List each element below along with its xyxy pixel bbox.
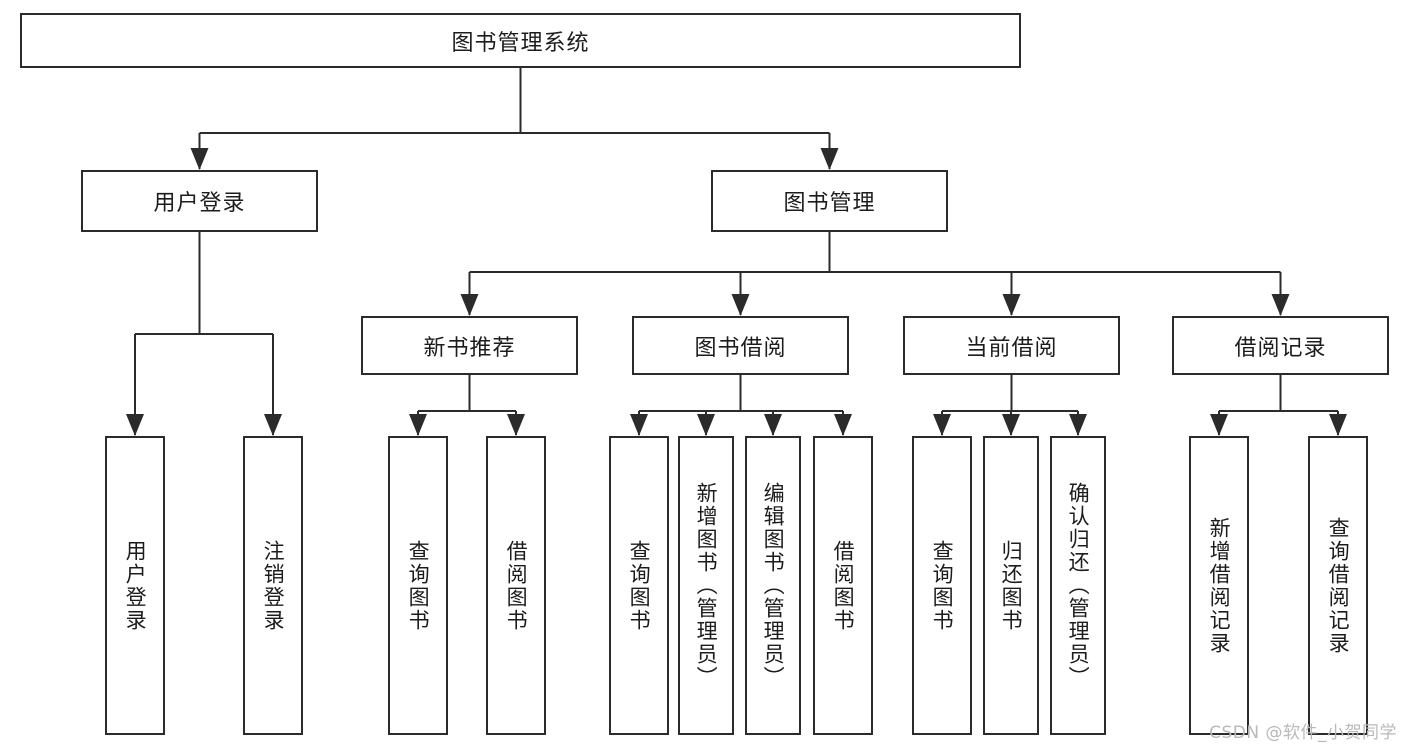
node-label: 借阅图书 xyxy=(831,539,856,632)
node-label: 图书管理 xyxy=(783,191,876,216)
node-label: 查询借阅记录 xyxy=(1326,516,1351,655)
node-book-borrow[interactable]: 图书借阅 xyxy=(632,316,849,375)
node-label: 图书管理系统 xyxy=(451,30,590,56)
node-label: 新增图书（管理员） xyxy=(694,482,719,689)
node-leaf-user-login[interactable]: 用户登录 xyxy=(105,436,165,735)
node-label: 新增借阅记录 xyxy=(1207,516,1232,655)
arrowhead-icon xyxy=(507,414,525,436)
node-label: 查询图书 xyxy=(627,539,652,632)
node-leaf-confirm-return[interactable]: 确认归还（管理员） xyxy=(1050,436,1106,735)
node-label: 用户登录 xyxy=(153,191,246,216)
node-label: 当前借阅 xyxy=(965,335,1058,361)
node-label: 借阅记录 xyxy=(1234,335,1327,361)
node-leaf-borrow-book-recommend[interactable]: 借阅图书 xyxy=(486,436,546,735)
node-leaf-return-book[interactable]: 归还图书 xyxy=(983,436,1039,735)
arrowhead-icon xyxy=(1329,414,1347,436)
node-leaf-query-book-current[interactable]: 查询图书 xyxy=(912,436,972,735)
arrowhead-icon xyxy=(1002,414,1020,436)
arrowhead-icon xyxy=(731,294,750,316)
node-label: 注销登录 xyxy=(261,539,286,632)
node-label: 归还图书 xyxy=(999,539,1024,632)
arrowhead-icon xyxy=(1069,414,1087,436)
node-leaf-query-borrow-record[interactable]: 查询借阅记录 xyxy=(1308,436,1368,735)
arrowhead-icon xyxy=(264,414,282,436)
arrowhead-icon xyxy=(820,148,839,170)
arrowhead-icon xyxy=(1002,294,1021,316)
node-current-borrow[interactable]: 当前借阅 xyxy=(903,316,1120,375)
arrowhead-icon xyxy=(1210,414,1228,436)
arrowhead-icon xyxy=(126,414,144,436)
node-root[interactable]: 图书管理系统 xyxy=(20,13,1021,68)
node-leaf-query-book-borrow[interactable]: 查询图书 xyxy=(609,436,669,735)
node-borrow-record[interactable]: 借阅记录 xyxy=(1172,316,1389,375)
arrowhead-icon xyxy=(409,414,427,436)
arrowhead-icon xyxy=(697,414,715,436)
arrowhead-icon xyxy=(834,414,852,436)
node-label: 确认归还（管理员） xyxy=(1066,482,1091,689)
node-label: 查询图书 xyxy=(930,539,955,632)
node-label: 查询图书 xyxy=(406,539,431,632)
node-leaf-query-book-recommend[interactable]: 查询图书 xyxy=(388,436,448,735)
node-leaf-add-book[interactable]: 新增图书（管理员） xyxy=(678,436,734,735)
node-label: 新书推荐 xyxy=(423,335,516,361)
arrowhead-icon xyxy=(933,414,951,436)
arrowhead-icon xyxy=(764,414,782,436)
node-label: 图书借阅 xyxy=(694,335,787,361)
node-leaf-add-borrow-record[interactable]: 新增借阅记录 xyxy=(1189,436,1249,735)
watermark-text: CSDN @软件_小贺同学 xyxy=(1209,723,1397,743)
arrowhead-icon xyxy=(1271,294,1290,316)
arrowhead-icon xyxy=(630,414,648,436)
node-label: 编辑图书（管理员） xyxy=(761,482,786,689)
node-leaf-borrow-book[interactable]: 借阅图书 xyxy=(813,436,873,735)
node-user-login[interactable]: 用户登录 xyxy=(81,170,318,232)
node-label: 借阅图书 xyxy=(504,539,529,632)
arrowhead-icon xyxy=(460,294,479,316)
node-new-book-recommend[interactable]: 新书推荐 xyxy=(361,316,578,375)
node-leaf-edit-book[interactable]: 编辑图书（管理员） xyxy=(745,436,801,735)
node-label: 用户登录 xyxy=(123,539,148,632)
arrowhead-icon xyxy=(190,148,209,170)
node-book-manage[interactable]: 图书管理 xyxy=(711,170,948,232)
node-leaf-logout-login[interactable]: 注销登录 xyxy=(243,436,303,735)
